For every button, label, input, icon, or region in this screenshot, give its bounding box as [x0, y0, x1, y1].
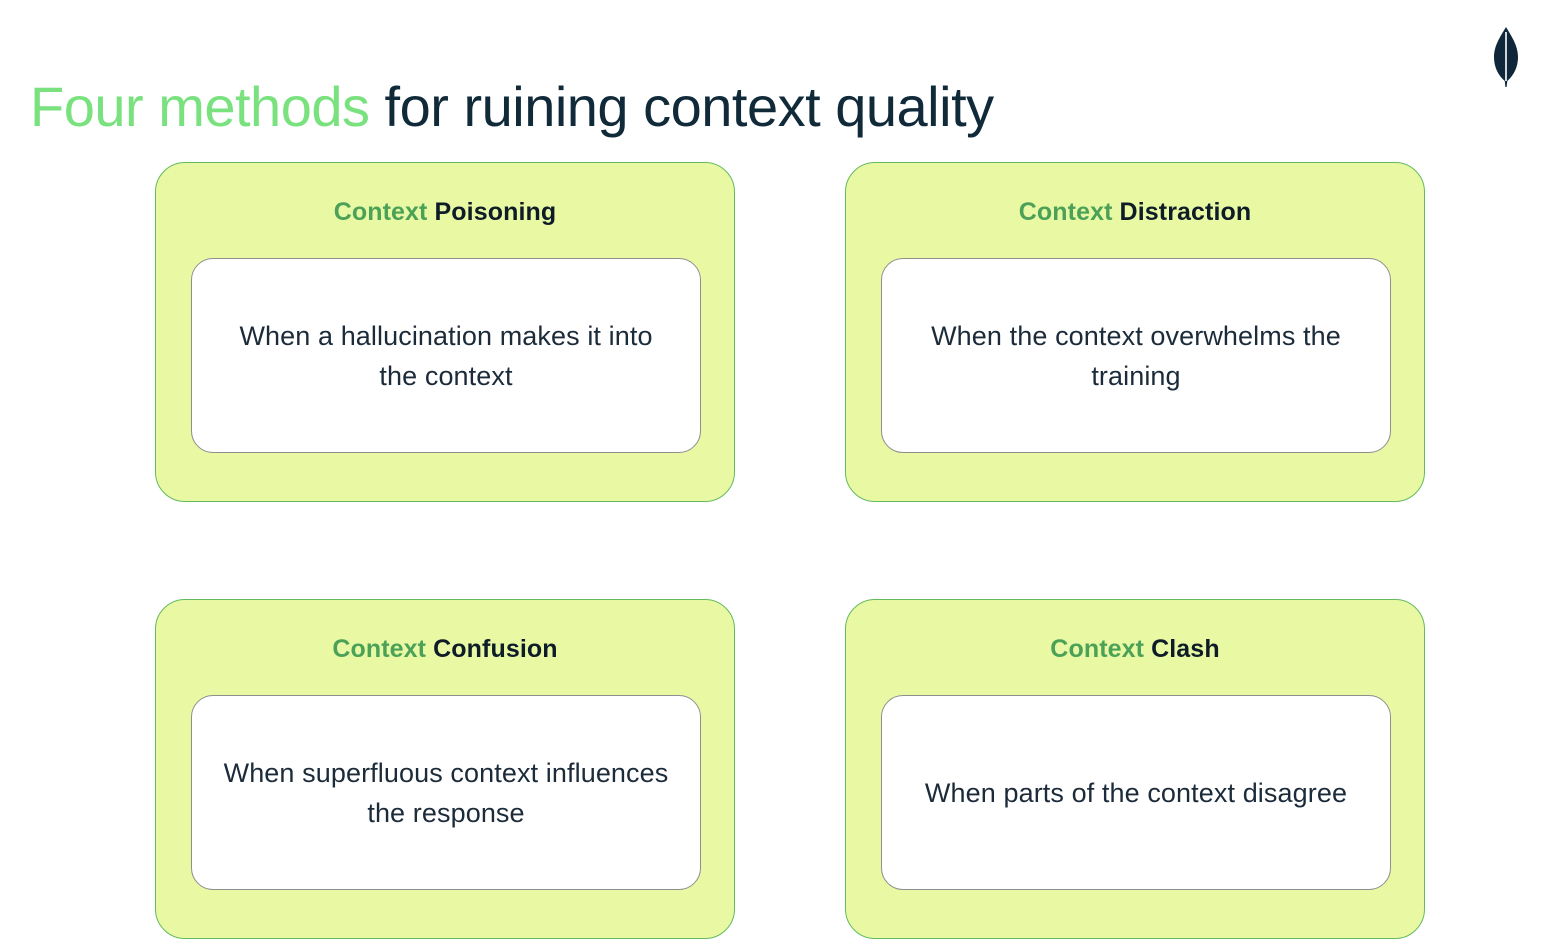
page-title-rest: for ruining context quality — [369, 74, 995, 138]
card-title-term: Poisoning — [427, 198, 557, 226]
card-description-box: When a hallucination makes it into the c… — [191, 258, 701, 453]
card-title: Context Distraction — [846, 197, 1424, 227]
card-title: Context Poisoning — [156, 197, 734, 227]
cards-grid: Context Poisoning When a hallucination m… — [155, 162, 1425, 942]
card-title: Context Clash — [846, 634, 1424, 664]
page-title: Four methods for ruining context quality — [30, 74, 994, 140]
card-description-box: When parts of the context disagree — [881, 695, 1391, 890]
card-title-keyword: Context — [1050, 635, 1145, 663]
card-description-text: When a hallucination makes it into the c… — [239, 320, 653, 391]
card-description-box: When superfluous context influences the … — [191, 695, 701, 890]
card-context-confusion[interactable]: Context Confusion When superfluous conte… — [155, 599, 735, 939]
card-title-keyword: Context — [332, 635, 427, 663]
card-title-term: Confusion — [426, 635, 558, 663]
page-title-accent: Four methods — [30, 74, 370, 138]
card-description-text: When parts of the context disagree — [924, 777, 1348, 808]
card-title-keyword: Context — [1018, 198, 1113, 226]
card-description-text: When superfluous context influences the … — [223, 757, 669, 828]
card-title-keyword: Context — [333, 198, 428, 226]
card-context-distraction[interactable]: Context Distraction When the context ove… — [845, 162, 1425, 502]
card-description-text: When the context overwhelms the training — [931, 320, 1341, 391]
card-title-term: Clash — [1144, 635, 1220, 663]
card-context-clash[interactable]: Context Clash When parts of the context … — [845, 599, 1425, 939]
mongodb-leaf-logo — [1489, 26, 1523, 88]
card-title-term: Distraction — [1112, 198, 1252, 226]
card-title: Context Confusion — [156, 634, 734, 664]
card-description-box: When the context overwhelms the training — [881, 258, 1391, 453]
card-context-poisoning[interactable]: Context Poisoning When a hallucination m… — [155, 162, 735, 502]
